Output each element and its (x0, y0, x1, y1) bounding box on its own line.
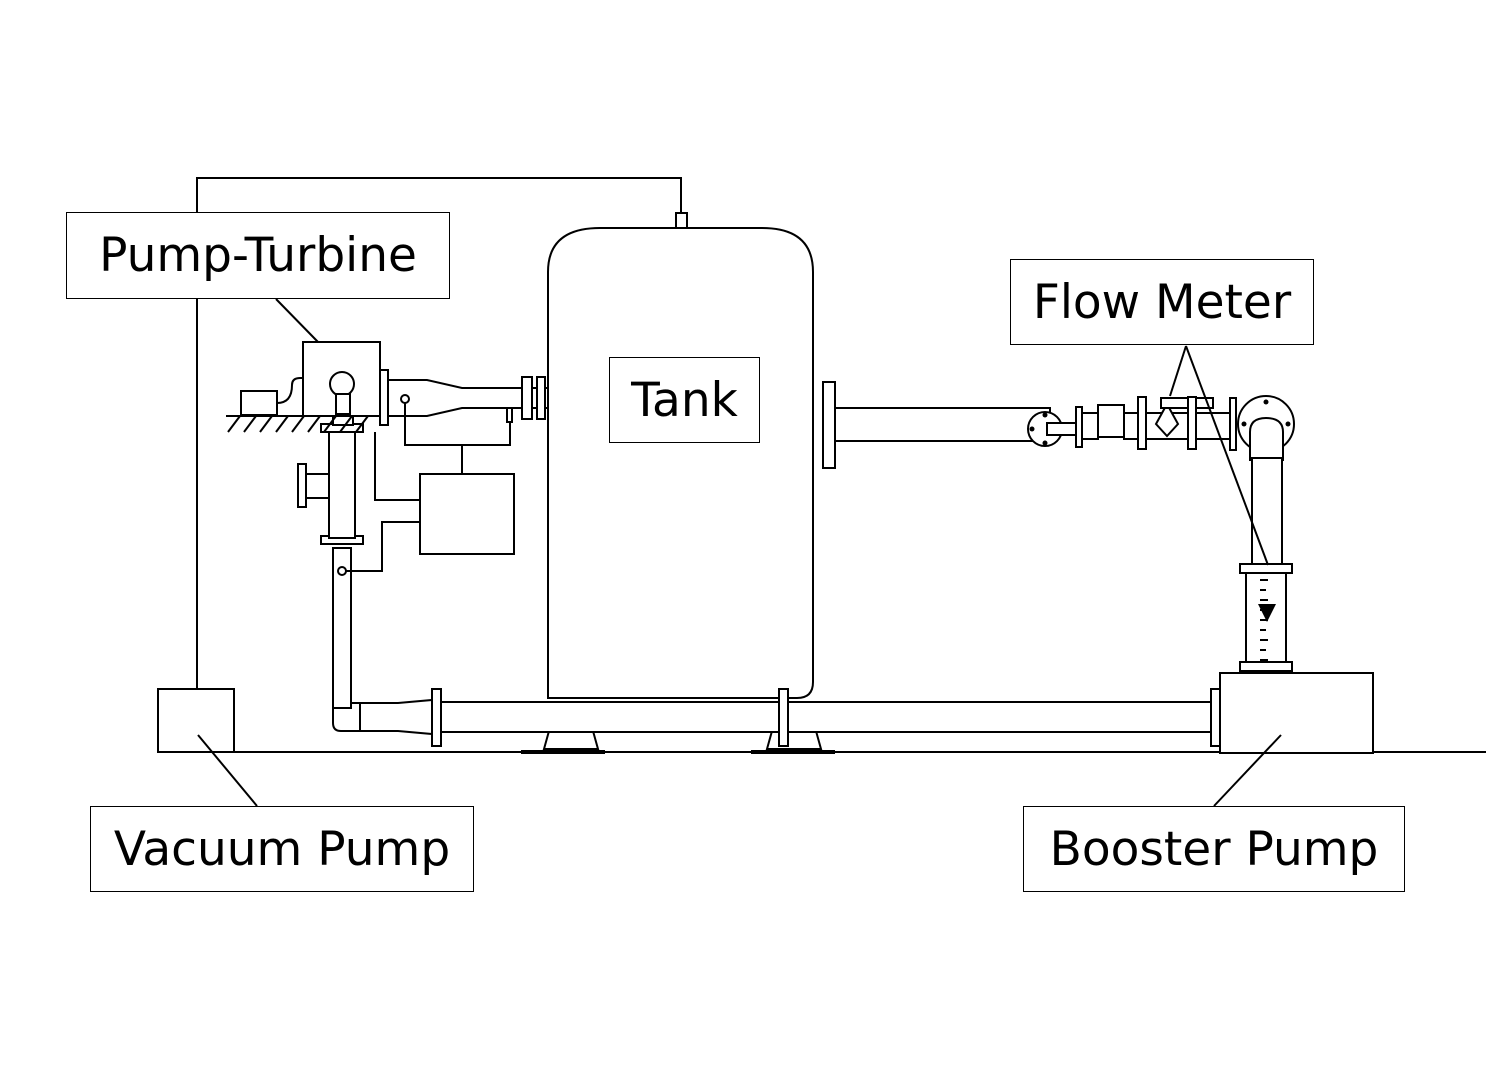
tank-legs (521, 730, 835, 754)
booster-pump (1219, 672, 1374, 754)
booster-pump-label: Booster Pump (1023, 806, 1405, 892)
flow-meter-leaders (1169, 345, 1269, 566)
pump-turbine (226, 298, 389, 433)
control-box (346, 403, 515, 572)
left-riser-pipe (297, 396, 364, 709)
vacuum-pump (157, 688, 235, 753)
pump-turbine-label: Pump-Turbine (66, 212, 450, 299)
vacuum-line (196, 177, 682, 689)
tank-top-nozzle (675, 212, 688, 230)
tank-label: Tank (609, 357, 760, 443)
vacuum-pump-label: Vacuum Pump (90, 806, 474, 892)
turbine-discharge-pipe (387, 376, 549, 423)
vacuum-pump-leader (197, 734, 258, 807)
pump-turbine-leader (275, 298, 319, 343)
right-riser-pipe (1237, 395, 1295, 672)
upper-right-pipe (822, 381, 1237, 469)
booster-pump-leader (1213, 734, 1282, 807)
bottom-pipe (332, 688, 1221, 747)
flow-meter-label: Flow Meter (1010, 259, 1314, 345)
tank (547, 227, 814, 699)
